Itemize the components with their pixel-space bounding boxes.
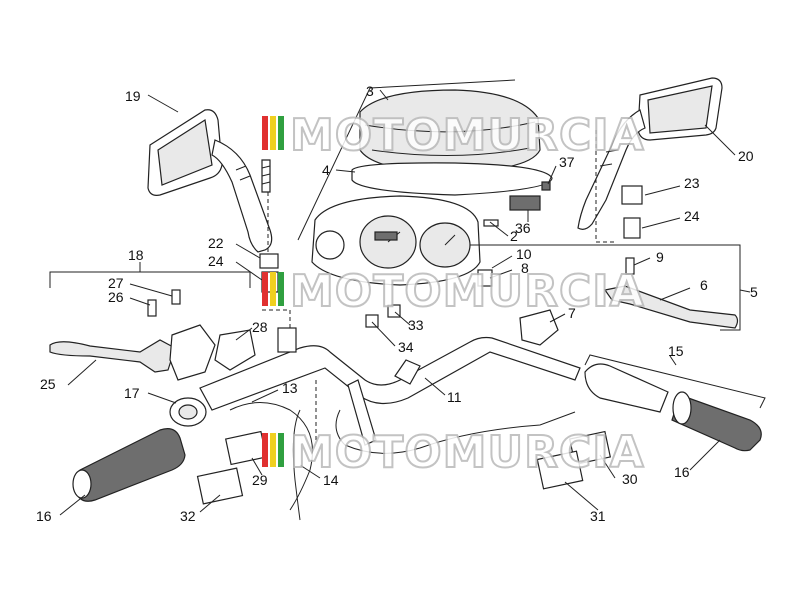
callout-37: 37 [559,154,575,170]
left-grip [72,428,186,502]
part-23 [621,185,643,205]
callout-4: 4 [322,162,330,178]
callout-22: 22 [208,235,224,251]
part-34 [365,314,379,328]
parts-drawing [49,77,762,521]
watermark-text: MOTOMURCIA [290,110,645,161]
left-switch-housing [169,324,256,427]
callout-36: 36 [515,220,531,236]
callout-9: 9 [656,249,664,265]
watermark-top: MOTOMURCIA [262,109,645,162]
callout-6: 6 [700,277,708,293]
handlebar [199,336,581,446]
callout-11: 11 [447,389,462,405]
callout-32: 32 [180,508,196,524]
callout-3: 3 [366,83,374,99]
callout-30: 30 [622,471,638,487]
callout-25: 25 [40,376,56,392]
left-mirror [147,109,273,253]
part-24-right [623,217,641,239]
callout-16-right: 16 [674,464,690,480]
cable-13 [229,402,313,511]
right-grip [671,391,762,452]
switch-31 [536,450,584,490]
callout-27: 27 [108,275,124,291]
callout-8: 8 [521,260,529,276]
callout-20: 20 [738,148,754,164]
callout-24-right: 24 [684,208,700,224]
callout-7: 7 [568,305,576,321]
callout-labels: 19 20 3 4 37 23 24 36 2 22 24 18 10 8 9 … [36,83,758,524]
callout-24-left: 24 [208,253,224,269]
callout-26: 26 [108,289,124,305]
right-mirror [577,77,723,230]
switch-29 [224,430,268,466]
callout-17: 17 [124,385,140,401]
right-lever [603,285,739,329]
cable-14 [335,409,576,454]
part-8 [477,269,493,287]
callout-28: 28 [252,319,268,335]
callout-19: 19 [125,88,141,104]
callout-33: 33 [408,317,424,333]
part-26 [147,299,157,317]
watermark-bottom: MOTOMURCIA [262,426,645,479]
callout-14: 14 [323,472,339,488]
cover-ring [351,162,553,196]
callout-13: 13 [282,380,298,396]
callout-34: 34 [398,339,414,355]
part-27 [171,289,181,305]
callout-29: 29 [252,472,268,488]
callout-5: 5 [750,284,758,300]
watermark-middle: MOTOMURCIA [262,265,645,318]
callout-31: 31 [590,508,606,524]
part-36 [509,195,541,211]
switch-32 [196,467,244,505]
leader-lines [49,79,766,516]
left-lever [49,339,176,373]
throttle-tube [584,363,669,413]
callout-23: 23 [684,175,700,191]
right-master-cylinder [519,309,559,346]
part-37 [541,181,551,191]
callout-10: 10 [516,246,532,262]
part-9 [625,257,635,275]
watermark-text: MOTOMURCIA [290,266,645,317]
callout-2: 2 [510,228,518,244]
part-28 [277,327,297,353]
callout-16-left: 16 [36,508,52,524]
callout-18: 18 [128,247,144,263]
callout-15: 15 [668,343,684,359]
part-22 [259,253,279,269]
watermark-text: MOTOMURCIA [290,427,645,478]
